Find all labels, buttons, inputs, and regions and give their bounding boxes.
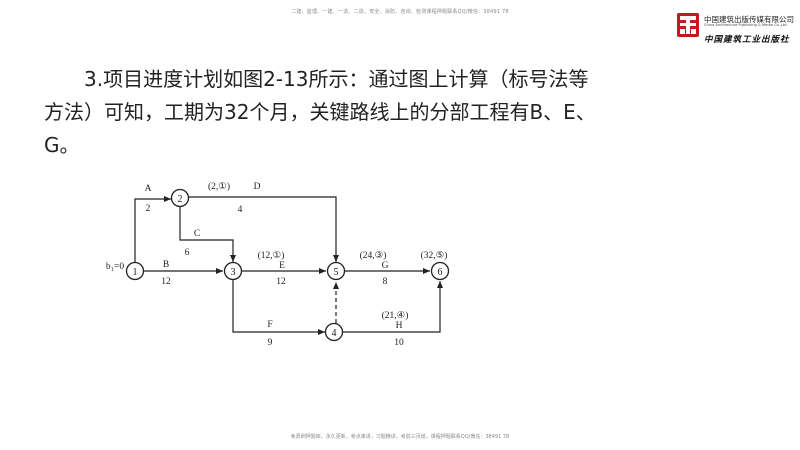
activity-h-mark: (21,④) bbox=[382, 310, 409, 321]
activity-d-mark: (2,①) bbox=[208, 181, 230, 192]
node-6-label: 6 bbox=[438, 267, 443, 278]
activity-c-name: C bbox=[194, 229, 200, 239]
activity-e-mark: (12,①) bbox=[258, 250, 285, 261]
bottom-watermark: 免费刷押题库，永久更新，考点串讲，习题精讲，考前三页纸，课程押题联系QQ/微信：… bbox=[290, 434, 510, 440]
answer-paragraph: 3.项目进度计划如图2-13所示：通过图上计算（标号法等 方法）可知，工期为32… bbox=[44, 63, 604, 162]
node-5-label: 5 bbox=[334, 267, 339, 278]
start-label: b₁=0 bbox=[106, 262, 124, 272]
publisher-name-cn: 中国建筑出版传媒有限公司 bbox=[704, 15, 794, 24]
publisher-name-en: China Architecture Publishing & Media Co… bbox=[704, 23, 788, 27]
activity-g-duration: 8 bbox=[383, 277, 388, 287]
activity-h-duration: 10 bbox=[394, 338, 404, 348]
node-4 bbox=[324, 322, 344, 342]
paragraph-line-2: 方法）可知，工期为32个月，关键路线上的分部工程有B、E、 bbox=[44, 100, 596, 124]
activity-e-name: E bbox=[279, 261, 285, 271]
arrow-f bbox=[232, 280, 325, 335]
arrow-c bbox=[179, 207, 236, 262]
activity-a-duration: 2 bbox=[146, 204, 151, 214]
node-2-label: 2 bbox=[178, 194, 183, 205]
node-5 bbox=[326, 261, 346, 281]
node-4-label: 4 bbox=[332, 328, 337, 339]
arrow-h bbox=[343, 281, 443, 333]
paragraph-line-1: 3.项目进度计划如图2-13所示：通过图上计算（标号法等 bbox=[84, 67, 589, 91]
activity-f-name: F bbox=[267, 320, 272, 330]
paragraph-line-3: G。 bbox=[44, 133, 80, 157]
activity-b-duration: 12 bbox=[161, 277, 171, 287]
activity-b-name: B bbox=[163, 260, 169, 270]
publisher-logo-icon bbox=[677, 13, 699, 37]
node-6 bbox=[430, 261, 450, 281]
activity-a-name: A bbox=[145, 184, 152, 194]
activity-g-mark: (24,③) bbox=[360, 250, 387, 261]
publisher-logo: 中国建筑出版传媒有限公司 China Architecture Publishi… bbox=[676, 11, 794, 45]
arrow-a bbox=[134, 196, 171, 263]
activity-d-name: D bbox=[254, 182, 261, 192]
activity-e-duration: 12 bbox=[276, 277, 286, 287]
node-2 bbox=[170, 188, 190, 208]
arrow-d bbox=[189, 196, 339, 262]
activity-d-duration: 4 bbox=[238, 205, 243, 215]
activity-h-name: H bbox=[396, 321, 403, 331]
node-1 bbox=[125, 261, 145, 281]
activity-g-name: G bbox=[382, 261, 389, 271]
top-watermark: 二建、监理、一建、一造、二造、安全、消防、咨询、检测课程押题联系QQ/微信：38… bbox=[291, 9, 509, 15]
publisher-name-art: 中国建筑工业出版社 bbox=[704, 35, 790, 45]
activity-f-duration: 9 bbox=[268, 338, 273, 348]
node-3-label: 3 bbox=[231, 267, 236, 278]
node-1-label: 1 bbox=[133, 267, 138, 278]
end-mark: (32,⑤) bbox=[421, 250, 448, 261]
activity-c-duration: 6 bbox=[185, 248, 190, 258]
node-3 bbox=[223, 261, 243, 281]
